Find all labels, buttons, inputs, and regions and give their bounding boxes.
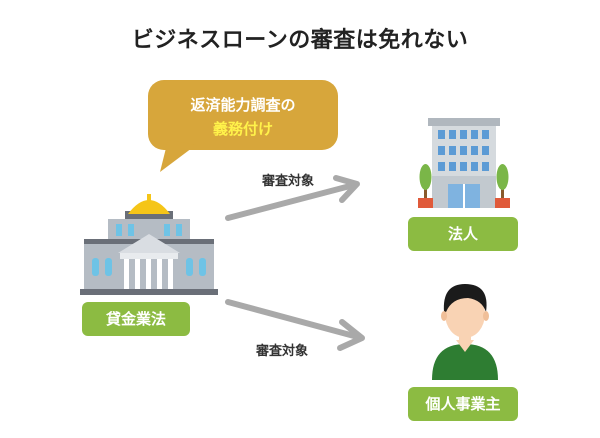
edge-label-individual: 審査対象 — [256, 344, 309, 359]
bubble-line-2: 義務付け — [212, 120, 273, 138]
page-title: ビジネスローンの審査は免れない — [131, 28, 469, 53]
bubble-line-1: 返済能力調査の — [190, 96, 296, 114]
edge-label-corporation: 審査対象 — [262, 174, 315, 189]
arrow-to-corporation — [225, 175, 360, 221]
requirement-speech-bubble: 返済能力調査の 義務付け — [148, 80, 338, 150]
node-corporation-label: 法人 — [408, 217, 518, 251]
arrow-to-individual — [225, 299, 365, 351]
node-individual-label: 個人事業主 — [408, 387, 518, 421]
node-law-label: 貸金業法 — [82, 302, 190, 336]
